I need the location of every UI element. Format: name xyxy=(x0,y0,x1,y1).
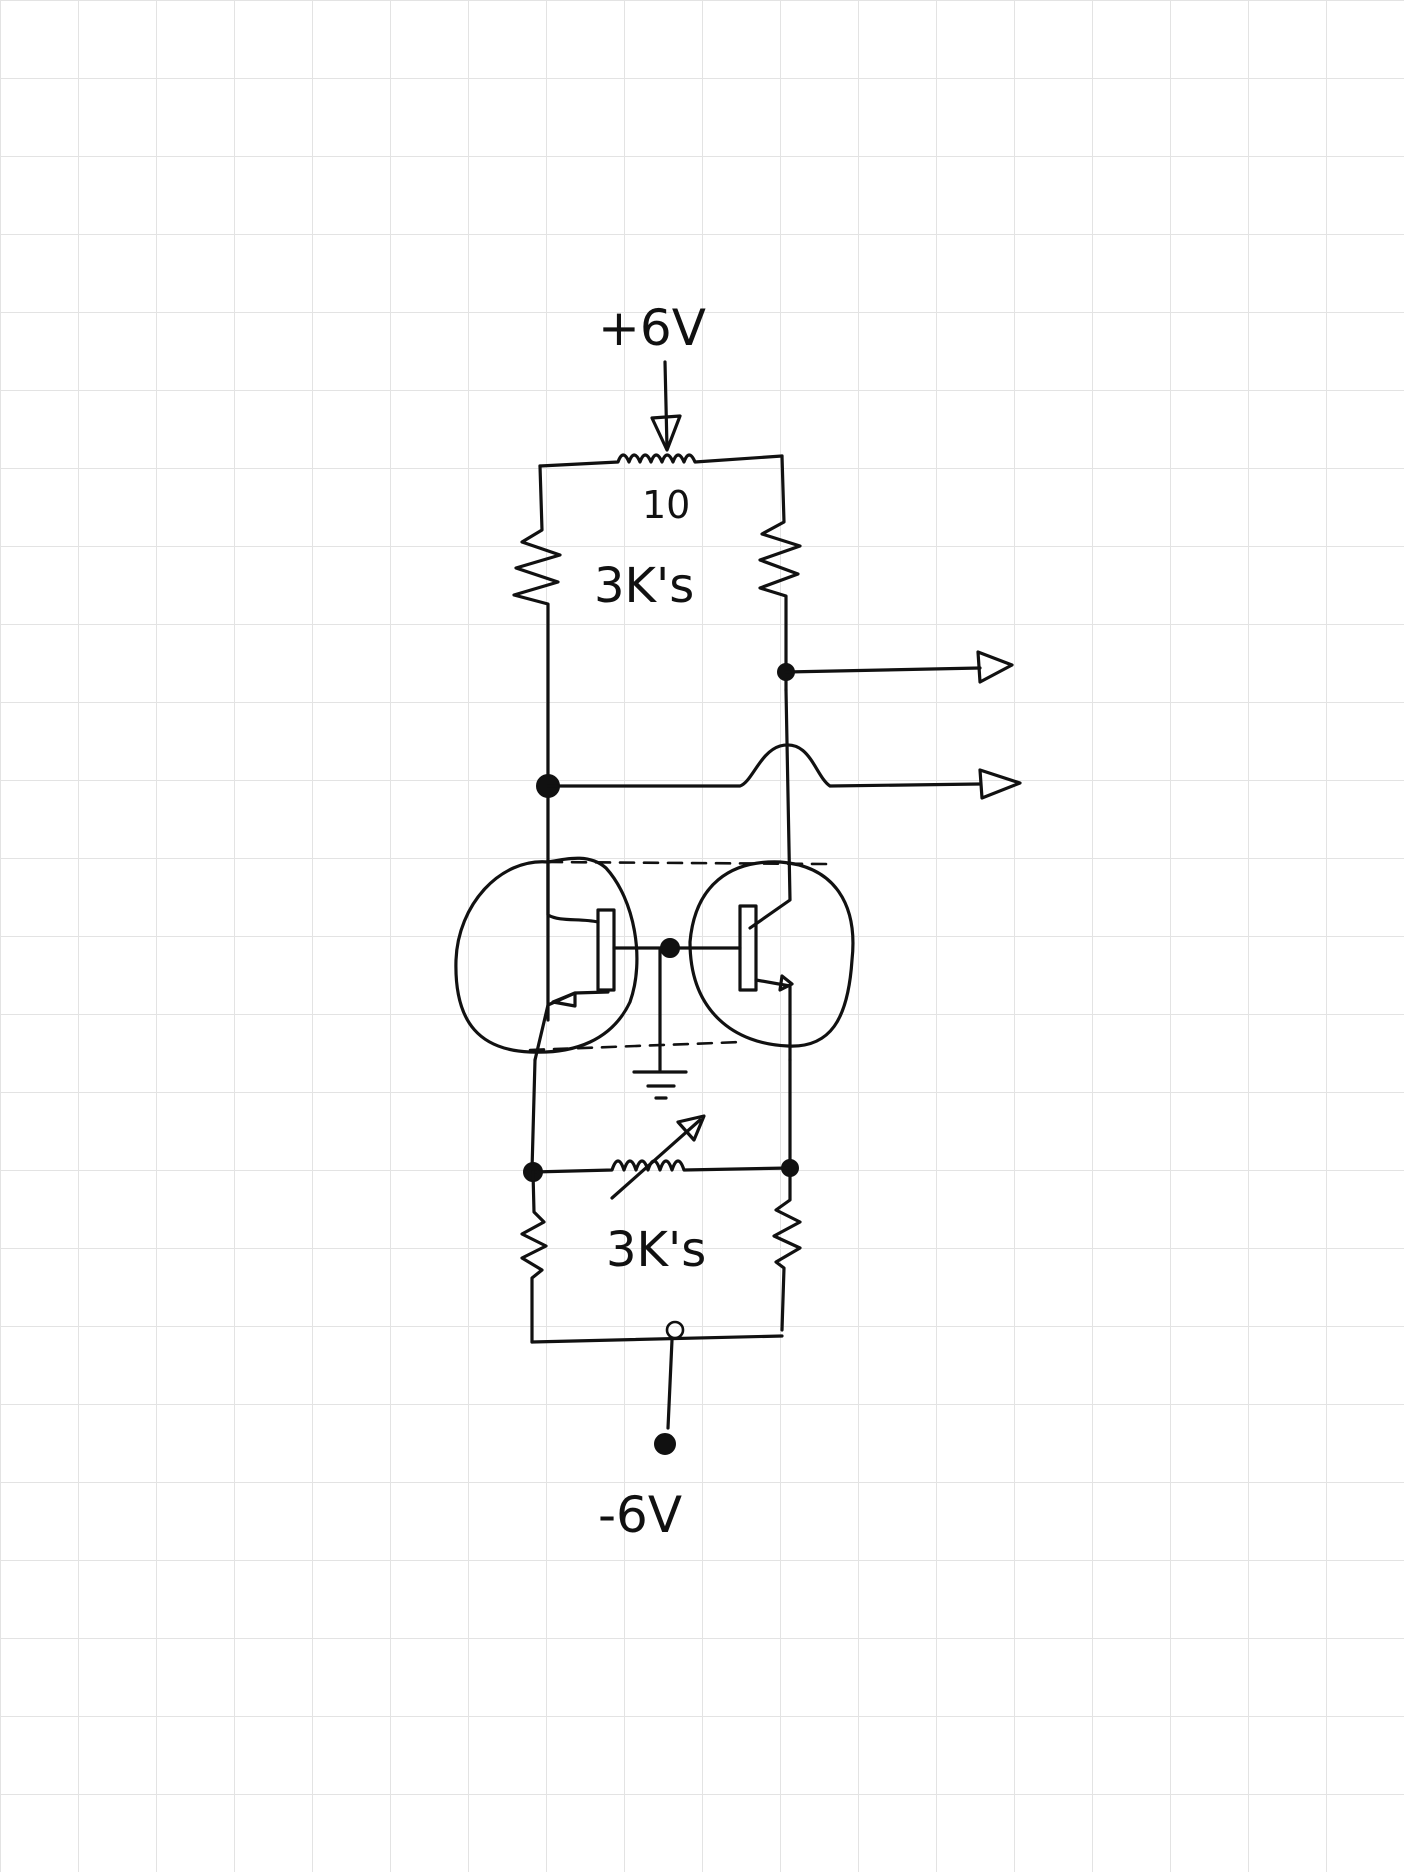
positive-supply-label: +6V xyxy=(598,299,706,357)
bottom-right-resistor xyxy=(772,1166,802,1332)
bottom-bus xyxy=(530,1320,784,1430)
ground-symbol xyxy=(632,1070,688,1100)
positive-supply-arrow xyxy=(650,360,682,452)
right-collector-wire xyxy=(748,688,792,930)
top-left-resistor xyxy=(512,464,562,1022)
bottom-resistors-label: 3K's xyxy=(606,1222,706,1278)
negative-supply-terminal xyxy=(654,1433,676,1455)
left-transistor xyxy=(454,856,639,1062)
left-output-arrow xyxy=(546,743,1022,800)
bottom-left-resistor xyxy=(520,1170,548,1344)
package-outline-bottom xyxy=(528,1040,744,1052)
right-transistor xyxy=(688,860,855,1062)
base-link xyxy=(612,938,742,1072)
left-emitter-rail xyxy=(530,1058,537,1172)
bottom-variable-element xyxy=(531,1114,792,1200)
top-potentiometer xyxy=(538,453,784,468)
top-right-resistor xyxy=(758,454,802,692)
right-output-arrow xyxy=(784,650,1014,684)
top-resistors-label: 3K's xyxy=(594,558,694,614)
pot-value-label: 10 xyxy=(642,483,690,527)
negative-supply-label: -6V xyxy=(598,1486,682,1544)
